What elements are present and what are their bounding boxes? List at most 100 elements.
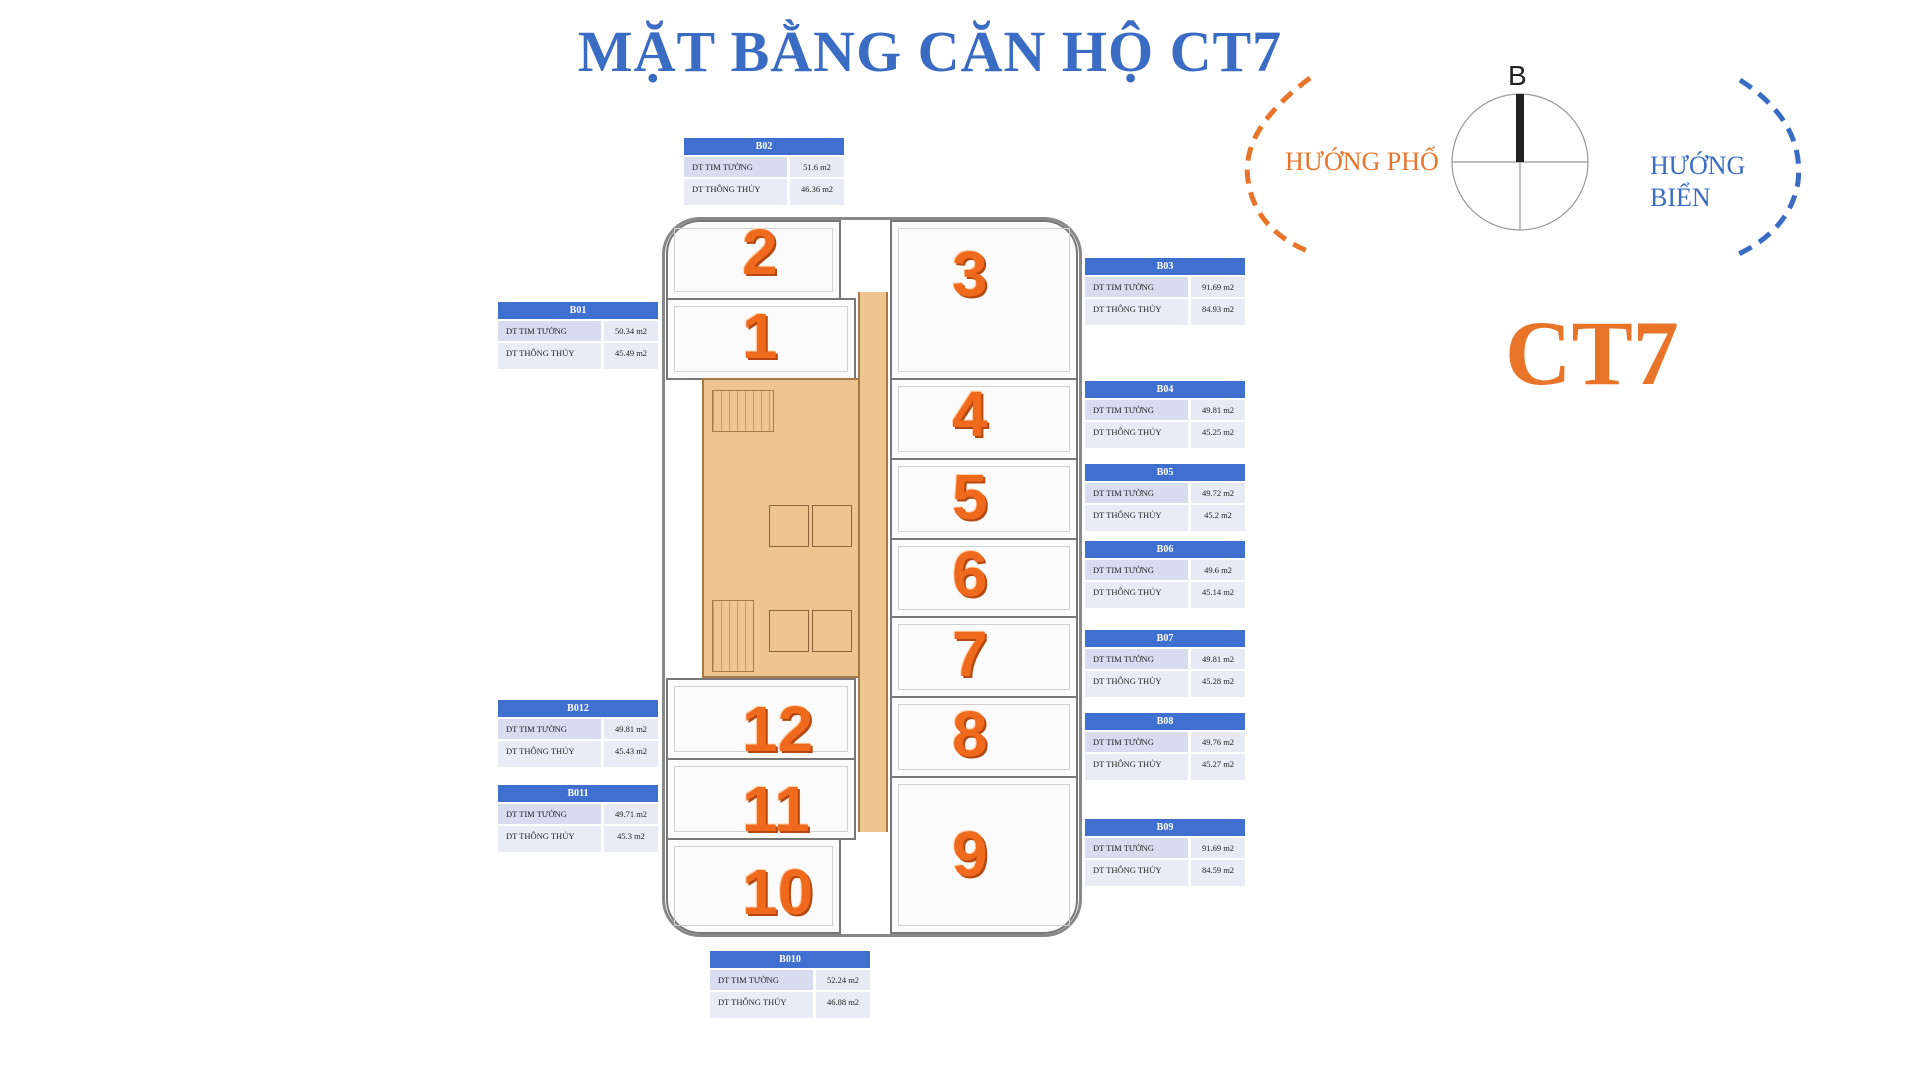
net-area-value: 45.25 m2: [1191, 422, 1245, 448]
wall-area-value: 49.76 m2: [1191, 732, 1245, 752]
unit-number-1: 1: [742, 300, 778, 372]
unit-number-6: 6: [952, 538, 988, 610]
net-area-label: DT THÔNG THỦY: [684, 179, 787, 205]
unit-number-10: 10: [742, 856, 814, 928]
floor-plan: 2 1 3 4 5 6 7 8 9 12 11 10: [662, 212, 1082, 942]
wall-area-value: 49.81 m2: [604, 719, 658, 739]
net-area-value: 45.28 m2: [1191, 671, 1245, 697]
unit-5[interactable]: [890, 458, 1078, 540]
unit-code: B012: [498, 700, 658, 717]
unit-10[interactable]: [666, 838, 841, 934]
net-area-value: 45.14 m2: [1191, 582, 1245, 608]
net-area-value: 46.88 m2: [816, 992, 870, 1018]
wall-area-value: 49.81 m2: [1191, 400, 1245, 420]
wall-area-label: DT TIM TƯỜNG: [1085, 649, 1188, 669]
unit-code: B010: [710, 951, 870, 968]
unit-number-12: 12: [742, 693, 814, 765]
net-area-label: DT THÔNG THỦY: [1085, 505, 1188, 531]
net-area-value: 45.27 m2: [1191, 754, 1245, 780]
net-area-value: 45.3 m2: [604, 826, 658, 852]
net-area-label: DT THÔNG THỦY: [710, 992, 813, 1018]
unit-code: B01: [498, 302, 658, 319]
unit-code: B05: [1085, 464, 1245, 481]
unit-code: B04: [1085, 381, 1245, 398]
net-area-label: DT THÔNG THỦY: [1085, 582, 1188, 608]
unit-9[interactable]: [890, 776, 1078, 934]
wall-area-label: DT TIM TƯỜNG: [1085, 838, 1188, 858]
compass-north-label: B: [1508, 60, 1527, 91]
unit-1[interactable]: [666, 298, 856, 380]
unit-code: B09: [1085, 819, 1245, 836]
unit-code: B03: [1085, 258, 1245, 275]
unit-code: B02: [684, 138, 844, 155]
sea-direction-label: HƯỚNG BIỂN: [1650, 150, 1745, 214]
building-core: [702, 378, 862, 678]
wall-area-label: DT TIM TƯỜNG: [1085, 277, 1188, 297]
net-area-value: 84.93 m2: [1191, 299, 1245, 325]
elevator-4: [812, 610, 852, 652]
net-area-label: DT THÔNG THỦY: [1085, 671, 1188, 697]
wall-area-label: DT TIM TƯỜNG: [1085, 400, 1188, 420]
unit-code: B06: [1085, 541, 1245, 558]
unit-number-3: 3: [952, 238, 988, 310]
net-area-label: DT THÔNG THỦY: [498, 826, 601, 852]
net-area-value: 45.49 m2: [604, 343, 658, 369]
staircase-1: [712, 390, 774, 432]
wall-area-value: 49.72 m2: [1191, 483, 1245, 503]
north-compass: B: [1450, 60, 1590, 235]
unit-number-7: 7: [952, 618, 988, 690]
sea-direction-arc: [1731, 77, 1802, 260]
unit-3[interactable]: [890, 220, 1078, 380]
net-area-label: DT THÔNG THỦY: [1085, 754, 1188, 780]
net-area-value: 45.43 m2: [604, 741, 658, 767]
staircase-2: [712, 600, 754, 672]
wall-area-value: 49.6 m2: [1191, 560, 1245, 580]
wall-area-value: 51.6 m2: [790, 157, 844, 177]
unit-code: B011: [498, 785, 658, 802]
elevator-3: [769, 610, 809, 652]
net-area-value: 45.2 m2: [1191, 505, 1245, 531]
unit-8[interactable]: [890, 696, 1078, 778]
wall-area-label: DT TIM TƯỜNG: [1085, 483, 1188, 503]
net-area-label: DT THÔNG THỦY: [1085, 299, 1188, 325]
compass-icon: [1451, 93, 1589, 231]
wall-area-label: DT TIM TƯỜNG: [684, 157, 787, 177]
unit-number-11: 11: [742, 773, 810, 845]
building-label: CT7: [1505, 302, 1679, 404]
unit-number-2: 2: [742, 216, 778, 288]
corridor: [858, 292, 888, 832]
wall-area-label: DT TIM TƯỜNG: [710, 970, 813, 990]
unit-code: B08: [1085, 713, 1245, 730]
unit-number-4: 4: [952, 378, 988, 450]
net-area-label: DT THÔNG THỦY: [498, 343, 601, 369]
wall-area-label: DT TIM TƯỜNG: [1085, 560, 1188, 580]
wall-area-value: 49.71 m2: [604, 804, 658, 824]
street-direction-arc: [1244, 75, 1312, 255]
elevator-2: [812, 505, 852, 547]
unit-code: B07: [1085, 630, 1245, 647]
sea-direction-line2: BIỂN: [1650, 183, 1711, 212]
sea-direction-line1: HƯỚNG: [1650, 151, 1746, 180]
wall-area-value: 91.69 m2: [1191, 277, 1245, 297]
wall-area-label: DT TIM TƯỜNG: [498, 321, 601, 341]
net-area-value: 46.36 m2: [790, 179, 844, 205]
wall-area-value: 50.34 m2: [604, 321, 658, 341]
wall-area-value: 49.81 m2: [1191, 649, 1245, 669]
page-title: MẶT BẰNG CĂN HỘ CT7: [577, 19, 1283, 84]
unit-11[interactable]: [666, 758, 856, 840]
unit-number-8: 8: [952, 698, 988, 770]
wall-area-label: DT TIM TƯỜNG: [498, 804, 601, 824]
wall-area-label: DT TIM TƯỜNG: [498, 719, 601, 739]
unit-number-9: 9: [952, 818, 988, 890]
